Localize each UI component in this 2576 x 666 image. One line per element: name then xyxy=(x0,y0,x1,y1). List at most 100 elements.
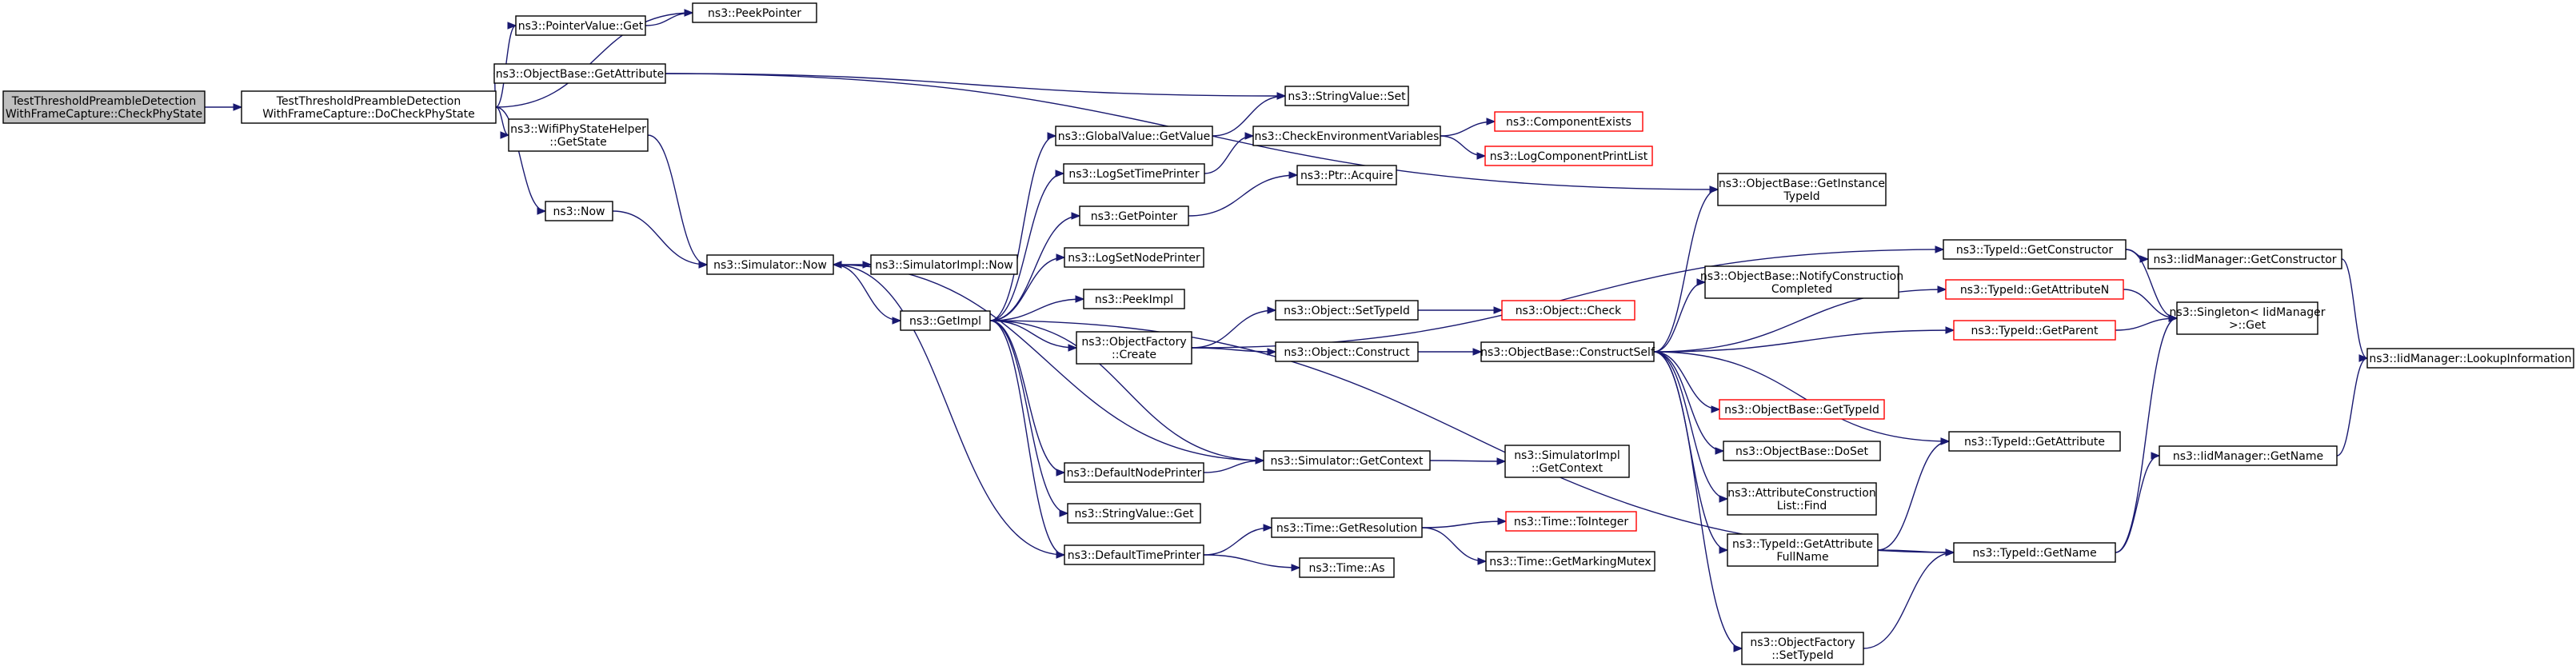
edge-arrowhead xyxy=(1711,405,1721,413)
call-edge xyxy=(1204,132,1255,174)
node-box xyxy=(2366,348,2574,369)
node-globalvalue-getvalue[interactable]: ns3::GlobalValue::GetValue xyxy=(1055,126,1213,146)
node-stringvalue-get[interactable]: ns3::StringValue::Get xyxy=(1067,503,1201,524)
node-box xyxy=(1953,542,2116,563)
node-box xyxy=(1948,431,2121,452)
edge-arrowhead xyxy=(1497,517,1508,525)
node-label: ns3::IidManager::GetName xyxy=(2173,450,2323,463)
node-label: ns3::PointerValue::Get xyxy=(518,20,644,33)
edge-line xyxy=(612,210,708,265)
node-box xyxy=(1296,165,1397,185)
node-logsetnodeprinter[interactable]: ns3::LogSetNodePrinter xyxy=(1064,247,1204,268)
node-typeid-getparent[interactable]: ns3::TypeId::GetParent xyxy=(1953,320,2116,341)
edge-line xyxy=(2336,357,2368,457)
call-edge xyxy=(1203,554,1301,572)
node-iidmanager-getname[interactable]: ns3::IidManager::GetName xyxy=(2159,445,2338,466)
node-checkenvironmentvariables[interactable]: ns3::CheckEnvironmentVariables xyxy=(1252,126,1441,146)
node-objectbase-doset[interactable]: ns3::ObjectBase::DoSet xyxy=(1723,441,1881,461)
node-defaultnodeprinter[interactable]: ns3::DefaultNodePrinter xyxy=(1064,462,1204,483)
node-getimpl[interactable]: ns3::GetImpl xyxy=(900,310,991,331)
edge-arrowhead xyxy=(1696,278,1707,286)
node-label: TypeId xyxy=(1783,190,1819,203)
node-box xyxy=(1504,445,1630,478)
node-singleton-iidmanager-get[interactable]: ns3::Singleton< IidManager >::Get xyxy=(2170,301,2326,335)
node-peekpointer[interactable]: ns3::PeekPointer xyxy=(692,2,817,23)
node-logcomponentprintlist[interactable]: ns3::LogComponentPrintList xyxy=(1484,146,1653,166)
node-box xyxy=(2176,301,2318,335)
node-simulatorimpl-getcontext[interactable]: ns3::SimulatorImpl::GetContext xyxy=(1504,445,1630,478)
edge-arrowhead xyxy=(500,131,510,139)
node-logsettimeprinter[interactable]: ns3::LogSetTimePrinter xyxy=(1063,163,1205,184)
edge-arrowhead xyxy=(1476,152,1487,160)
call-edge xyxy=(989,295,1085,321)
edge-arrowhead xyxy=(1291,564,1301,572)
call-edge xyxy=(2115,314,2179,553)
node-box xyxy=(706,254,834,275)
edge-line xyxy=(495,12,693,108)
call-edge xyxy=(645,9,694,26)
node-docheck[interactable]: TestThresholdPreambleDetectionWithFrameC… xyxy=(241,90,497,124)
call-edge xyxy=(1203,524,1273,556)
node-stringvalue-set[interactable]: ns3::StringValue::Set xyxy=(1284,86,1409,106)
node-label: ns3::GetPointer xyxy=(1091,210,1178,223)
node-objectfactory-create[interactable]: ns3::ObjectFactory::Create xyxy=(1076,331,1192,365)
node-peekimpl[interactable]: ns3::PeekImpl xyxy=(1083,289,1185,309)
node-getpointer[interactable]: ns3::GetPointer xyxy=(1079,205,1189,226)
call-edge xyxy=(1653,351,1725,455)
node-wifiphystatehelper-getstate[interactable]: ns3::WifiPhyStateHelper::GetState xyxy=(508,118,649,152)
node-typeid-getconstructor[interactable]: ns3::TypeId::GetConstructor xyxy=(1943,239,2127,260)
node-time-tointeger[interactable]: ns3::Time::ToInteger xyxy=(1505,511,1637,532)
node-objectbase-gettypeid[interactable]: ns3::ObjectBase::GetTypeId xyxy=(1719,399,1885,420)
node-objectbase-constructself[interactable]: ns3::ObjectBase::ConstructSelf xyxy=(1480,341,1655,362)
node-typeid-getattribute[interactable]: ns3::TypeId::GetAttribute xyxy=(1948,431,2121,452)
node-typeid-getattributen[interactable]: ns3::TypeId::GetAttributeN xyxy=(1945,279,2124,300)
call-edge xyxy=(2115,452,2161,553)
call-edge xyxy=(1191,306,1277,349)
node-defaulttimeprinter[interactable]: ns3::DefaultTimePrinter xyxy=(1064,544,1204,565)
node-label: ns3::ObjectFactory xyxy=(1081,336,1186,349)
node-box xyxy=(1704,265,1899,299)
call-edge xyxy=(1418,348,1483,356)
node-object-construct[interactable]: ns3::Object::Construct xyxy=(1275,341,1419,362)
edge-line xyxy=(989,320,1264,461)
node-object-settypeid[interactable]: ns3::Object::SetTypeId xyxy=(1275,300,1419,321)
edge-line xyxy=(1863,552,1955,649)
node-label: ns3::AttributeConstruction xyxy=(1727,487,1875,500)
node-object-check[interactable]: ns3::Object::Check xyxy=(1501,300,1635,321)
node-label: ::SetTypeId xyxy=(1771,649,1834,662)
edge-arrowhead xyxy=(1267,348,1277,356)
edge-line xyxy=(1653,281,1706,353)
node-time-as[interactable]: ns3::Time::As xyxy=(1299,557,1395,578)
node-objectbase-notifyconstructioncompleted[interactable]: ns3::ObjectBase::NotifyConstructionCompl… xyxy=(1700,265,1903,299)
edge-arrowhead xyxy=(1055,169,1065,177)
node-time-getmarkingmutex[interactable]: ns3::Time::GetMarkingMutex xyxy=(1485,551,1655,572)
edge-line xyxy=(1877,441,1950,551)
edge-line xyxy=(989,320,1077,349)
node-typeid-getname[interactable]: ns3::TypeId::GetName xyxy=(1953,542,2116,563)
node-ptr-acquire[interactable]: ns3::Ptr::Acquire xyxy=(1296,165,1397,185)
node-now[interactable]: ns3::Now xyxy=(545,201,613,221)
edge-line xyxy=(1653,351,1724,452)
node-simulator-getcontext[interactable]: ns3::Simulator::GetContext xyxy=(1263,450,1431,471)
node-componentexists[interactable]: ns3::ComponentExists xyxy=(1494,111,1643,132)
node-label: ns3::ObjectBase::ConstructSelf xyxy=(1480,346,1655,359)
node-simulator-now[interactable]: ns3::Simulator::Now xyxy=(706,254,834,275)
node-objectbase-getattribute[interactable]: ns3::ObjectBase::GetAttribute xyxy=(493,63,666,84)
node-label: ns3::TypeId::GetAttributeN xyxy=(1960,284,2109,297)
edge-line xyxy=(2341,258,2368,359)
call-edge xyxy=(1653,351,1743,652)
node-time-getresolution[interactable]: ns3::Time::GetResolution xyxy=(1271,517,1423,538)
edge-arrowhead xyxy=(1496,457,1507,465)
node-box xyxy=(1263,450,1431,471)
node-box xyxy=(1275,300,1419,321)
node-iidmanager-getconstructor[interactable]: ns3::IidManager::GetConstructor xyxy=(2147,249,2342,269)
node-pointervalue-get[interactable]: ns3::PointerValue::Get xyxy=(515,15,646,36)
edge-arrowhead xyxy=(1493,306,1504,314)
node-iidmanager-lookupinformation[interactable]: ns3::IidManager::LookupInformation xyxy=(2366,348,2574,369)
node-simulatorimpl-now[interactable]: ns3::SimulatorImpl::Now xyxy=(870,254,1018,275)
node-objectfactory-settypeid[interactable]: ns3::ObjectFactory::SetTypeId xyxy=(1741,632,1864,665)
edge-line xyxy=(833,264,1264,461)
